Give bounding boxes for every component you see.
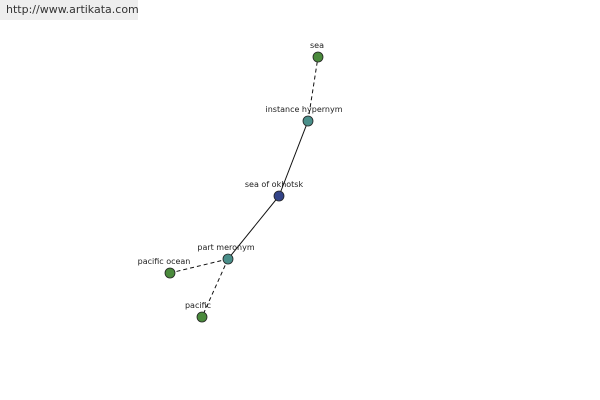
node-sea[interactable]: sea [310, 41, 324, 63]
edge-sea-of-okhotsk-to-instance-hypernym [278, 120, 309, 197]
node-part-meronym[interactable]: part meronym [197, 243, 255, 265]
edges-layer [169, 56, 319, 318]
edge-sea-of-okhotsk-to-part-meronym [227, 195, 280, 260]
node-sea-of-okhotsk[interactable]: sea of okhotsk [245, 180, 304, 202]
node-instance-hypernym[interactable]: instance hypernym [266, 105, 343, 127]
edge-part-meronym-to-pacific [201, 258, 229, 318]
node-label-part-meronym: part meronym [197, 243, 254, 252]
node-label-instance-hypernym: instance hypernym [266, 105, 343, 114]
nodes-layer: sea instance hypernym sea of okhotsk part m… [138, 41, 343, 323]
node-label-pacific: pacific [185, 301, 211, 310]
site-url-label[interactable]: http://www.artikata.com [0, 0, 139, 20]
node-label-pacific-ocean: pacific ocean [138, 257, 191, 266]
node-label-sea: sea [310, 41, 324, 50]
node-pacific[interactable]: pacific [185, 301, 211, 323]
node-pacific-ocean[interactable]: pacific ocean [138, 257, 191, 279]
edge-part-meronym-to-pacific-ocean [169, 258, 229, 274]
node-marker-pacific[interactable] [196, 311, 208, 323]
node-marker-part-meronym[interactable] [222, 253, 234, 265]
node-marker-instance-hypernym[interactable] [302, 115, 314, 127]
node-marker-pacific-ocean[interactable] [164, 267, 176, 279]
node-label-sea-of-okhotsk: sea of okhotsk [245, 180, 304, 189]
node-marker-sea-of-okhotsk[interactable] [273, 190, 285, 202]
edge-instance-hypernym-to-sea [307, 56, 319, 122]
node-marker-sea[interactable] [312, 51, 324, 63]
